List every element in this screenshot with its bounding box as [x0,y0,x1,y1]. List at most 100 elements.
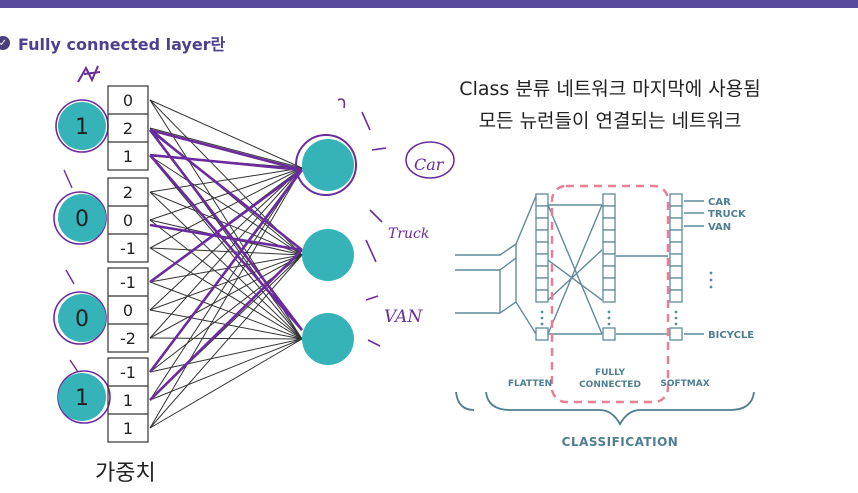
diagram-cell [602,241,616,255]
ink-mark [337,98,387,151]
connection-line [149,338,303,373]
ink-stroke [149,128,303,252]
connection-line [149,191,303,340]
connection-line [149,281,303,340]
connection-line [149,338,303,401]
class-label: TRUCK [708,209,747,220]
diagram-cell [602,193,616,207]
diagram-cell [602,327,616,341]
diagram-cell [602,205,616,219]
diagram-cell [535,265,549,279]
weight-cell: 0 [123,91,133,110]
ink-mark [365,209,383,347]
diagram-cell [602,217,616,231]
diagram-cell [535,241,549,255]
input-neuron [58,373,106,421]
diagram-cell [669,327,683,341]
weight-cell: 1 [123,391,133,410]
output-neurons [302,139,354,365]
diagram-cell [535,327,549,341]
diagram-cell [535,277,549,291]
weight-cell: -1 [120,273,136,292]
input-value: 1 [75,386,89,411]
classification-label: CLASSIFICATION [562,435,679,449]
layer-labels: FLATTEN FULLY CONNECTED SOFTMAX [508,368,710,390]
ink-stroke [148,169,304,373]
ink-stroke [149,168,303,284]
diagram-cell [669,229,683,243]
fc-highlight-box [550,184,670,404]
connection-line [149,191,303,256]
layer-label: FULLY [595,368,626,378]
output-neuron [302,139,354,191]
ink-stroke [148,129,304,331]
diagram-cell [669,205,683,219]
connection-line [149,247,303,256]
diagram-cell [535,253,549,267]
weight-cell: -1 [120,239,136,258]
classification-brace [485,391,755,426]
connection-line [149,337,303,340]
connection-line [149,155,303,256]
top-accent-bar [0,0,858,8]
weight-cell: -1 [120,363,136,382]
ink-circle [295,134,357,196]
connection-line [149,127,303,169]
ink-stroke [149,223,303,252]
handwritten-annotations [53,65,455,424]
check-circle-icon: ✓ [0,36,10,50]
weight-tables [107,85,149,443]
diagram-cell [669,277,683,291]
diagram-cell [669,265,683,279]
weight-cell: 2 [123,183,133,202]
diagram-cell [602,277,616,291]
connection-line [149,338,303,429]
diagram-cell [669,241,683,255]
weight-values: 0 2 1 2 0 -1 -1 0 -2 -1 1 1 [120,91,136,438]
input-value: 1 [75,115,89,140]
output-neuron [302,229,354,281]
connection-line [149,254,303,283]
ink-stroke [149,154,303,331]
connection-line [149,99,303,169]
class-label: BICYCLE [708,330,754,341]
diagram-cell [602,289,616,303]
class-label: VAN [708,222,731,233]
section-heading: ✓ Fully connected layer란 [0,30,225,56]
weight-cell: -2 [120,329,136,348]
output-neuron [302,313,354,365]
weight-cell: 2 [123,119,133,138]
connection-line [149,167,303,249]
connection-line [149,167,303,221]
weight-cell: 0 [123,211,133,230]
fully-connected-column [602,193,616,341]
flatten-column [535,193,549,341]
input-neuron [58,294,106,342]
ink-mark [77,65,101,83]
weights-label: 가중치 [95,461,156,486]
diagram-cell [669,193,683,207]
classification-brace-left [455,391,475,411]
connection-line [149,167,303,311]
weight-cell: 1 [123,419,133,438]
input-neuron [58,102,106,150]
diagram-cell [535,217,549,231]
softmax-column [669,193,683,341]
class-label: CAR [708,197,731,208]
connection-line [149,167,303,429]
weight-cell: 0 [123,301,133,320]
class-labels: CAR TRUCK VAN BICYCLE [708,197,754,341]
layer-label: FLATTEN [508,379,552,389]
connection-line [149,254,303,339]
classification-diagram [455,193,704,341]
diagram-cell [535,193,549,207]
connection-line [149,167,303,339]
connection-line [149,254,303,429]
description-line-1: Class 분류 네트워크 마지막에 사용됨 [459,78,761,100]
weight-cell: 1 [123,147,133,166]
connection-line [149,254,303,311]
connection-line [149,167,303,193]
diagram-cell [669,289,683,303]
layer-label: SOFTMAX [660,379,709,389]
